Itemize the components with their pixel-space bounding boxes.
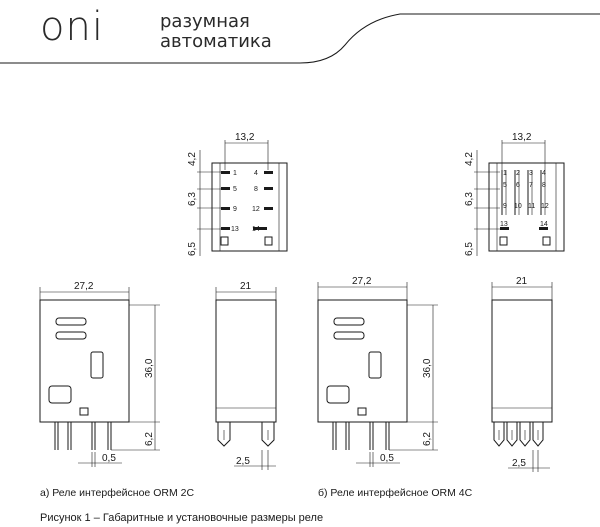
dim-21: 21: [516, 276, 528, 287]
dim-36-0: 36,0: [422, 358, 433, 378]
top-view-4c: 1 2 3 4 5 6 7 8 9 10 11 12 13 14 13,2 4,…: [464, 132, 565, 256]
dim-6-2: 6,2: [422, 432, 433, 446]
dim-4-2: 4,2: [187, 152, 198, 166]
side-view-2c: 21 2,5: [215, 281, 277, 470]
brand-logo: oni: [40, 4, 104, 50]
pin-label: 2: [516, 170, 520, 177]
dim-27-2: 27,2: [74, 281, 94, 292]
pin-label: 4: [254, 170, 258, 177]
side-view-2c-body: [215, 299, 277, 423]
dim-6-3: 6,3: [464, 192, 475, 206]
pin-label: 13: [500, 221, 508, 228]
dim-6-3: 6,3: [187, 192, 198, 206]
dim-6-2: 6,2: [144, 432, 155, 446]
pin-label: 8: [542, 182, 546, 189]
pin-label: 7: [529, 182, 533, 189]
pin-label: 12: [252, 206, 260, 213]
pin-label: 11: [528, 203, 535, 210]
pin-label: 6: [516, 182, 520, 189]
pin-label: 1: [503, 170, 507, 177]
pin-label: 5: [503, 182, 507, 189]
pin-label: 14: [252, 226, 260, 233]
pin-label: 10: [514, 203, 522, 210]
pin-label: 12: [541, 203, 549, 210]
dim-0-5: 0,5: [102, 453, 116, 464]
brand-tagline-1: разумная: [160, 11, 250, 32]
top-view-2c-body: [211, 162, 288, 252]
pin-label: 1: [233, 170, 237, 177]
front-view-2c: 27,2 36,0 6,2 0,5: [39, 281, 160, 467]
pin-label: 8: [254, 186, 258, 193]
dim-13-2: 13,2: [235, 132, 255, 143]
pin-label: 3: [529, 170, 533, 177]
dim-2-5: 2,5: [512, 458, 526, 469]
dim-6-5: 6,5: [464, 242, 475, 256]
dim-0-5: 0,5: [380, 453, 394, 464]
dim-21: 21: [240, 281, 252, 292]
pin-label: 14: [540, 221, 548, 228]
dim-13-2: 13,2: [512, 132, 532, 143]
top-view-2c: 1 4 5 8 9 12 13 14 13,2 4,2 6,3 6,5: [187, 132, 288, 256]
header-swoosh: [0, 13, 600, 64]
pin-label: 9: [503, 203, 507, 210]
side-view-4c-body: [491, 299, 553, 423]
pin-label: 4: [542, 170, 546, 177]
pin-label: 13: [231, 226, 239, 233]
caption-orm-2c: а) Реле интерфейсное ORM 2С: [40, 487, 195, 499]
dim-6-5: 6,5: [187, 242, 198, 256]
dim-27-2: 27,2: [352, 276, 372, 287]
pin-label: 5: [233, 186, 237, 193]
side-view-4c: 21 2,5: [491, 276, 553, 472]
brand-tagline-2: автоматика: [160, 31, 272, 52]
front-view-4c: 27,2 36,0 6,2 0,5: [317, 276, 438, 467]
dim-36-0: 36,0: [144, 358, 155, 378]
dim-2-5: 2,5: [236, 456, 250, 467]
top-view-4c-body: [488, 162, 565, 252]
dim-4-2: 4,2: [464, 152, 475, 166]
caption-orm-4c: б) Реле интерфейсное ORM 4С: [318, 487, 473, 499]
pin-label: 9: [233, 206, 237, 213]
figure-caption: Рисунок 1 – Габаритные и установочные ра…: [40, 512, 324, 524]
